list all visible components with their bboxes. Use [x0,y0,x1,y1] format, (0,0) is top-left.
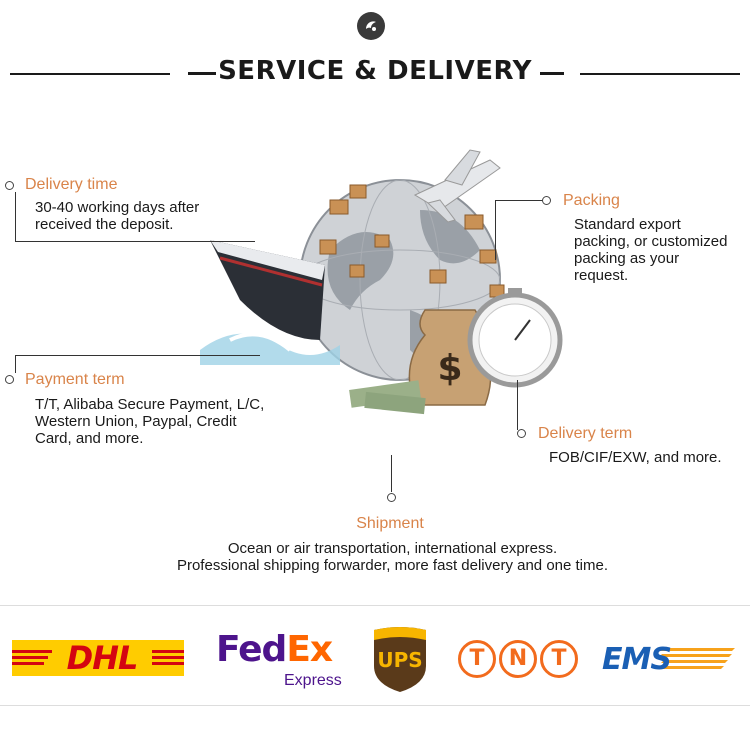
dhl-wordmark: DHL [66,640,139,676]
carriers-top-divider [0,605,750,606]
shipping-illustration: $ [200,149,563,415]
ems-logo: EMS [600,640,735,680]
payment-term-line-1: T/T, Alibaba Secure Payment, L/C, [35,396,265,413]
payment-term-dot [5,375,14,384]
tnt-letter-2: N [499,640,537,678]
packing-connector-horizontal [495,200,543,201]
payment-term-line-2: Western Union, Paypal, Credit [35,413,237,430]
shipment-text: Ocean or air transportation, internation… [0,540,750,574]
stopwatch-icon [467,288,563,388]
fedex-logo: FedEx Express [216,630,356,692]
packing-connector-vertical [495,200,496,260]
delivery-term-line-1: FOB/CIF/EXW, and more. [549,449,722,466]
delivery-time-line-1: 30-40 working days after [35,199,200,216]
section-title: SERVICE & DELIVERY [218,56,532,86]
ups-wordmark: UPS [377,648,423,672]
carriers-bottom-divider [0,705,750,706]
packing-line-2: packing, or customized [574,233,728,250]
shipment-dot [387,493,396,502]
packing-line-1: Standard export [574,216,681,233]
ship-icon [200,240,340,365]
tnt-letter-1: T [458,640,496,678]
packing-line-3: packing as your [574,250,680,267]
delivery-time-dot [5,181,14,190]
fedex-wordmark-ex: Ex [286,629,333,670]
dhl-logo: DHL [12,640,184,676]
shipment-line-2: Professional shipping forwarder, more fa… [176,557,609,574]
packing-line-4: request. [574,267,629,284]
packing-text: Standard export packing, or customized p… [574,216,727,284]
title-rule-right [540,72,564,75]
svg-text:$: $ [437,348,462,389]
delivery-time-connector-vertical [15,192,16,242]
payment-term-heading: Payment term [25,371,125,388]
ems-wordmark: EMS [602,642,672,677]
packing-dot [542,196,551,205]
delivery-term-text: FOB/CIF/EXW, and more. [549,449,722,466]
logo-badge-icon [357,12,385,40]
title-rule-left [188,72,216,75]
delivery-term-dot [517,429,526,438]
payment-term-connector-vertical [15,355,16,373]
shipment-heading: Shipment [356,515,424,532]
delivery-time-text: 30-40 working days after received the de… [35,199,199,233]
tnt-logo: T N T [458,640,580,680]
delivery-time-connector-horizontal [15,241,255,242]
shipment-connector-vertical [391,455,392,492]
fedex-express-label: Express [284,672,342,689]
packing-heading: Packing [563,192,620,209]
delivery-term-connector-vertical [517,380,518,430]
title-rule-right-thin [580,73,740,75]
shipment-line-1: Ocean or air transportation, internation… [227,540,558,557]
tnt-letter-3: T [540,640,578,678]
ups-logo: UPS [371,626,429,694]
fedex-wordmark-fed: Fed [216,629,287,670]
payment-term-connector-horizontal [15,355,260,356]
title-rule-left-thin [10,73,170,75]
payment-term-line-3: Card, and more. [35,430,144,447]
delivery-time-line-2: received the deposit. [35,216,174,233]
payment-term-text: T/T, Alibaba Secure Payment, L/C, Wester… [35,396,264,447]
airplane-icon [413,149,501,223]
delivery-term-heading: Delivery term [538,425,633,442]
delivery-time-heading: Delivery time [25,176,118,193]
